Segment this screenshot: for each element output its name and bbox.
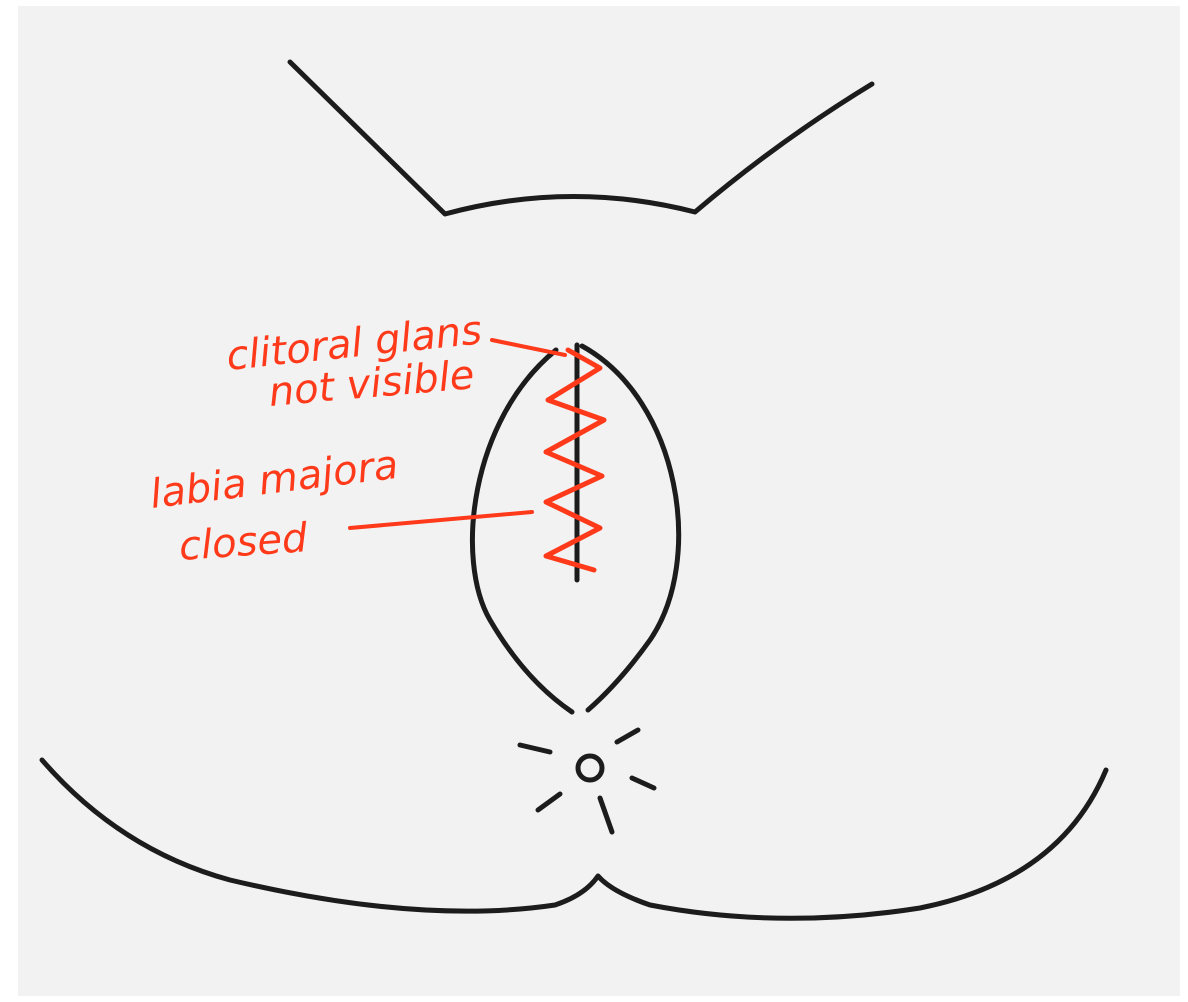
upper-contour	[290, 62, 872, 214]
labia-majora-label-line-1: labia majora	[148, 442, 401, 518]
lower-contour	[42, 760, 1106, 918]
labia-majora-label: labia majora closed	[148, 442, 401, 570]
anus-circle	[578, 756, 602, 780]
labia-majora-leader	[350, 512, 532, 528]
labia-majora-label-line-2: closed	[177, 515, 309, 570]
clitoral-glans-leader	[492, 340, 565, 355]
clitoral-glans-label: clitoral glans not visible	[224, 307, 484, 416]
